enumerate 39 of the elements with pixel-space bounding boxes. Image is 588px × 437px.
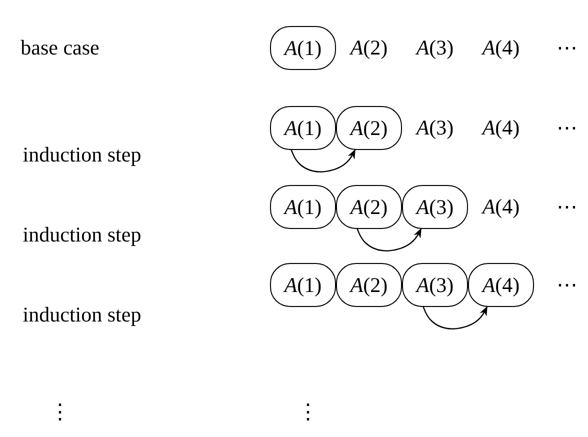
term-bubble bbox=[270, 106, 336, 150]
step-label: induction step bbox=[22, 143, 142, 167]
vertical-ellipsis: ⋮ bbox=[298, 400, 318, 424]
term-label: A(4) bbox=[482, 36, 520, 60]
term-label: A(3) bbox=[416, 116, 454, 140]
step-label: induction step bbox=[22, 223, 142, 247]
term-text: A(2) bbox=[350, 194, 388, 220]
vertical-ellipsis: ⋮ bbox=[50, 400, 70, 424]
term-text: A(1) bbox=[284, 194, 322, 220]
term-bubble bbox=[336, 185, 402, 229]
term-bubble bbox=[402, 263, 468, 307]
ellipsis: ⋯ bbox=[556, 273, 578, 297]
term-text: A(1) bbox=[284, 36, 322, 60]
term-text: A(3) bbox=[416, 194, 454, 220]
term-bubble bbox=[336, 106, 402, 150]
term-bubble bbox=[402, 185, 468, 229]
step-label: induction step bbox=[22, 303, 142, 327]
term-text: A(1) bbox=[284, 272, 322, 298]
ellipsis: ⋯ bbox=[556, 116, 578, 140]
term-bubble bbox=[468, 263, 534, 307]
term-text: A(3) bbox=[416, 272, 454, 298]
arrow bbox=[290, 148, 356, 172]
term-label: A(4) bbox=[482, 195, 520, 219]
step-label: base case bbox=[20, 36, 100, 60]
term-label: A(2) bbox=[350, 36, 388, 60]
arrow bbox=[356, 228, 422, 252]
ellipsis: ⋯ bbox=[556, 195, 578, 219]
term-text: A(4) bbox=[482, 272, 520, 298]
term-text: A(1) bbox=[284, 116, 322, 140]
arrow bbox=[422, 306, 488, 330]
term-bubble bbox=[270, 263, 336, 307]
term-text: A(2) bbox=[350, 116, 388, 140]
term-text: A(2) bbox=[350, 272, 388, 298]
term-label: A(3) bbox=[416, 36, 454, 60]
term-bubble bbox=[270, 185, 336, 229]
term-bubble bbox=[336, 263, 402, 307]
term-label: A(4) bbox=[482, 116, 520, 140]
ellipsis: ⋯ bbox=[556, 36, 578, 60]
term-bubble bbox=[270, 26, 336, 70]
